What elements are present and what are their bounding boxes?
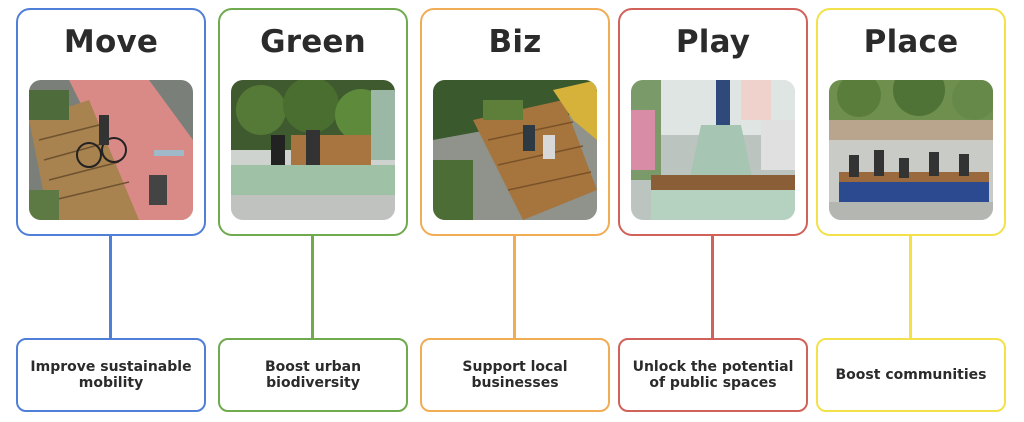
photo-bike-lane-parklet: [29, 80, 193, 220]
connector-move: [109, 234, 112, 338]
pillar-goal-play: Unlock the potential of public spaces: [618, 338, 808, 412]
pillar-title-move: Move: [63, 24, 159, 60]
connector-green: [311, 234, 314, 338]
pillar-description-place: Boost communities: [835, 367, 987, 383]
pillar-description-green: Boost urban biodiversity: [264, 359, 362, 391]
pillar-biz: Biz Support local businesses: [420, 0, 610, 422]
pillar-card-place: Place: [816, 8, 1006, 236]
pillar-goal-place: Boost communities: [816, 338, 1006, 412]
pillar-title-biz: Biz: [488, 24, 542, 60]
pillar-title-green: Green: [260, 24, 366, 60]
pillar-place: Place Boost communities: [816, 0, 1006, 422]
pillar-move: Move Improve sustainable mobility: [16, 0, 206, 422]
photo-seating-deck: [433, 80, 597, 220]
pillar-card-green: Green: [218, 8, 408, 236]
pillar-card-biz: Biz: [420, 8, 610, 236]
pillar-description-play: Unlock the potential of public spaces: [632, 359, 794, 391]
connector-place: [909, 234, 912, 338]
pillar-title-play: Play: [675, 24, 751, 60]
photo-planters-bench: [231, 80, 395, 220]
pillar-green: Green Boost urban biodiversity: [218, 0, 408, 422]
photo-play-structure: [631, 80, 795, 220]
connector-play: [711, 234, 714, 338]
pillar-description-biz: Support local businesses: [462, 359, 568, 391]
photo-public-square: [829, 80, 993, 220]
pillar-goal-move: Improve sustainable mobility: [16, 338, 206, 412]
pillar-card-play: Play: [618, 8, 808, 236]
pillar-description-move: Improve sustainable mobility: [30, 359, 192, 391]
pillar-goal-biz: Support local businesses: [420, 338, 610, 412]
connector-biz: [513, 234, 516, 338]
pillar-goal-green: Boost urban biodiversity: [218, 338, 408, 412]
pillar-title-place: Place: [863, 24, 959, 60]
pillar-play: Play Unlock the potential of public spac…: [618, 0, 808, 422]
pillar-card-move: Move: [16, 8, 206, 236]
